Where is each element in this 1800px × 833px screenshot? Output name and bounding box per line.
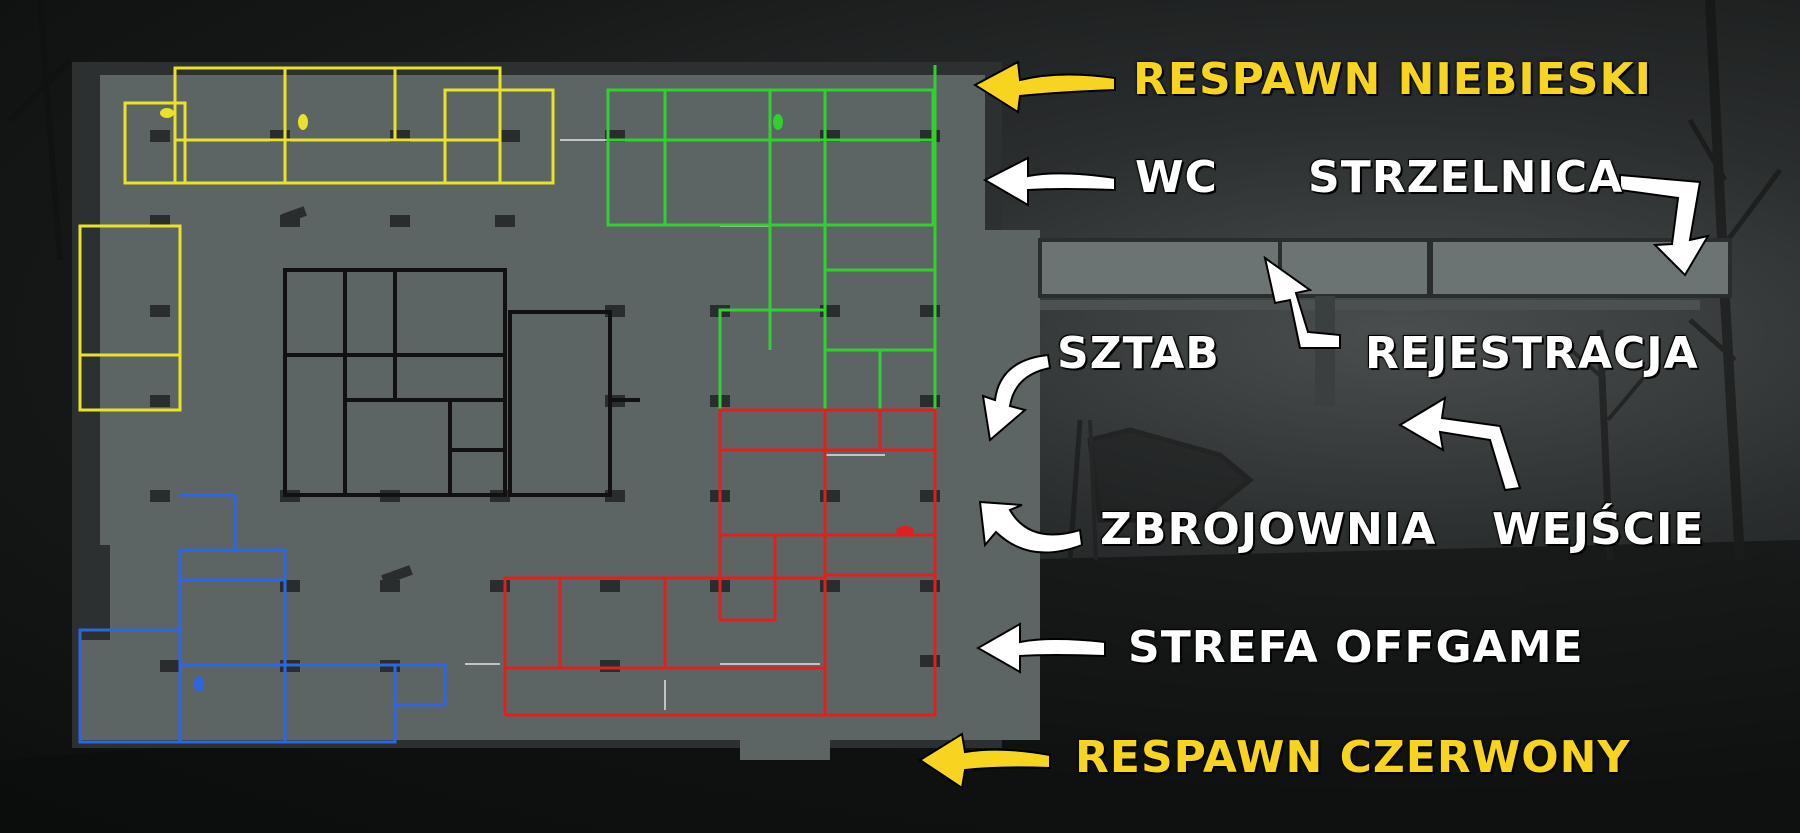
- arrow-up-icon: [1263, 255, 1341, 349]
- zone-blue: [78, 493, 447, 744]
- label-wc: WC: [1135, 152, 1218, 203]
- arrow-curved-down-icon: [1619, 173, 1711, 277]
- arrow-left-icon: [918, 732, 1051, 790]
- zone-hq: [283, 268, 640, 497]
- arrow-curved-left-icon: [978, 500, 1084, 554]
- label-registration: REJESTRACJA: [1365, 328, 1699, 379]
- arrow-left-icon: [973, 60, 1116, 114]
- zone-yellow: [78, 66, 555, 412]
- label-armory: ZBROJOWNIA: [1100, 504, 1437, 555]
- arrow-left-icon: [975, 622, 1106, 674]
- arrow-left-icon: [982, 156, 1116, 207]
- zone-red: [503, 408, 937, 717]
- arrow-curved-down-icon: [981, 353, 1052, 442]
- label-offgame-zone: STREFA OFFGAME: [1128, 622, 1584, 673]
- label-respawn-red: RESPAWN CZERWONY: [1075, 732, 1631, 783]
- label-entrance: WEJŚCIE: [1492, 504, 1705, 555]
- markers: [160, 108, 914, 692]
- shooting-range-corridor: [1038, 238, 1732, 406]
- label-hq: SZTAB: [1057, 328, 1220, 379]
- label-respawn-blue: RESPAWN NIEBIESKI: [1133, 54, 1652, 105]
- arrow-up-icon: [1398, 396, 1522, 492]
- label-shooting-range: STRZELNICA: [1308, 152, 1624, 203]
